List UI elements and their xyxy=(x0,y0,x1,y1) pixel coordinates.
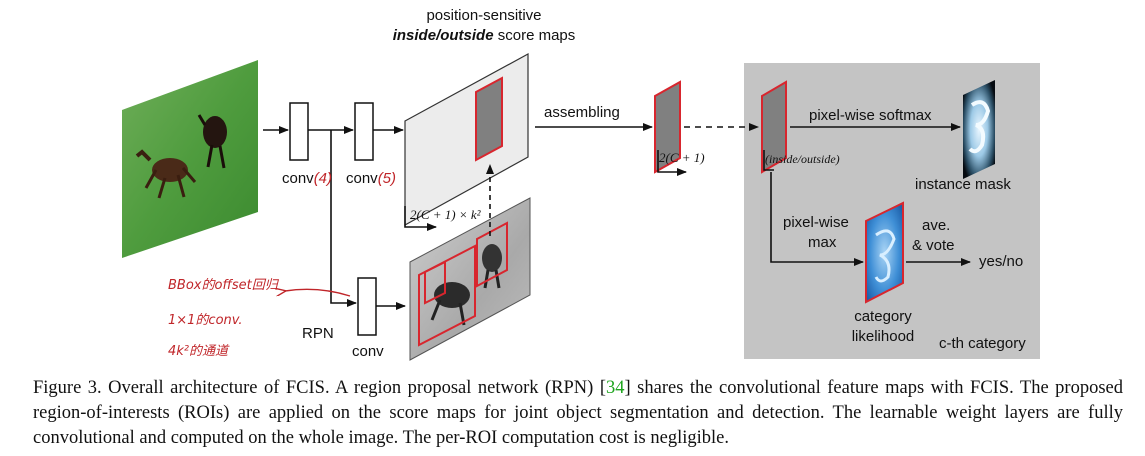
caption-ref-link[interactable]: 34 xyxy=(606,378,625,398)
assembling-label: assembling xyxy=(544,104,620,121)
score-channels-label: 2(C + 1) × k² xyxy=(410,207,482,222)
instance-mask-label: instance mask xyxy=(915,176,1011,193)
conv4-label: conv(4) xyxy=(282,170,332,187)
figure-caption: Figure 3. Overall architecture of FCIS. … xyxy=(33,376,1123,451)
annotation-arrow xyxy=(285,289,351,297)
category-label-line2: likelihood xyxy=(852,328,915,345)
score-maps-rest: score maps xyxy=(494,27,576,44)
conv5-prefix: conv xyxy=(346,170,378,187)
annotation-line3: 4k²的通道 xyxy=(168,344,230,359)
rpn-label: RPN xyxy=(302,325,334,342)
rpn-conv-block xyxy=(357,277,377,336)
pixel-wise-max-line2: max xyxy=(808,234,837,251)
conv5-block xyxy=(354,102,374,161)
roi-score-map-region xyxy=(475,76,503,162)
conv4-hand: (4) xyxy=(314,170,332,187)
annotation-line1: BBox的offset回归 xyxy=(168,278,280,293)
score-maps-bold-term: inside/outside xyxy=(393,27,494,44)
assembled-channels-label: 2(C + 1) xyxy=(659,150,705,165)
conv5-hand: (5) xyxy=(378,170,396,187)
pixel-wise-max-line1: pixel-wise xyxy=(783,214,849,231)
conv5-label: conv(5) xyxy=(346,170,396,187)
score-maps-title-line1: position-sensitive xyxy=(426,7,541,24)
score-maps-plane xyxy=(404,52,529,227)
category-likelihood-image xyxy=(865,201,904,304)
input-image xyxy=(122,60,258,258)
inside-outside-map xyxy=(761,80,787,174)
instance-mask-image xyxy=(963,80,995,179)
cth-category-label: c-th category xyxy=(939,335,1026,352)
caption-prefix: Figure 3. Overall architecture of FCIS. … xyxy=(33,378,606,398)
fcis-architecture-diagram: position-sensitive inside/outside score … xyxy=(122,7,1040,361)
annotation-line2: 1×1的conv. xyxy=(168,313,243,328)
ave-label-line2: & vote xyxy=(912,237,955,254)
conv4-prefix: conv xyxy=(282,170,314,187)
ave-label-line1: ave. xyxy=(922,217,950,234)
caption-suffix: ] shares the convolutional feature maps … xyxy=(33,378,1123,448)
score-maps-title-line2: inside/outside score maps xyxy=(393,27,576,44)
rpn-conv-label: conv xyxy=(352,343,384,360)
yes-no-label: yes/no xyxy=(979,253,1023,270)
pixel-wise-softmax-label: pixel-wise softmax xyxy=(809,107,932,124)
assembled-map xyxy=(654,80,681,174)
inside-outside-label: (inside/outside) xyxy=(765,152,840,166)
conv4-block xyxy=(289,102,309,161)
roi-image xyxy=(409,197,531,361)
category-label-line1: category xyxy=(854,308,912,325)
